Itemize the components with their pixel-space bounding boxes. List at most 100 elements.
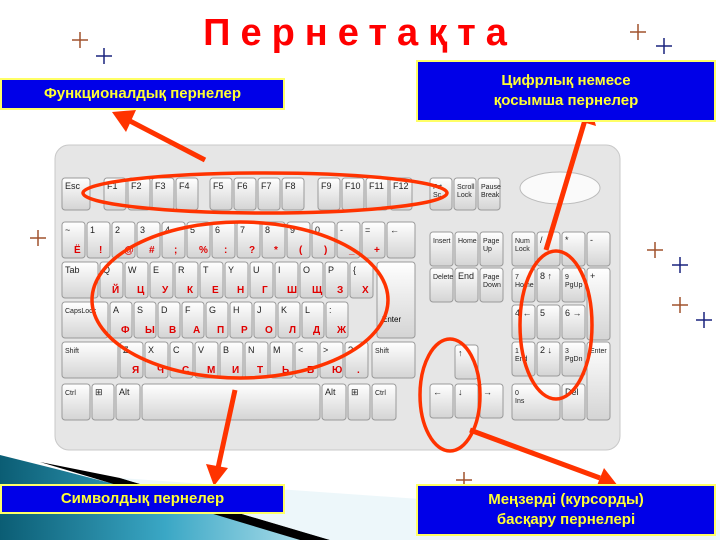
- key-label: B: [223, 345, 229, 355]
- key-cap: [317, 177, 341, 211]
- key-cyrillic-label: Ч: [157, 365, 164, 376]
- key-cap: [229, 301, 253, 339]
- label-text: Цифрлық немесе: [501, 72, 631, 89]
- key-label: Pause Break: [481, 184, 503, 199]
- key-label: O: [303, 265, 310, 275]
- key-label: →: [483, 387, 492, 397]
- key-cap: [511, 304, 536, 340]
- key-cap: [124, 261, 149, 299]
- function-keys-highlight: [81, 171, 449, 215]
- arrow-cursor: [469, 427, 601, 481]
- key-label: F5: [213, 181, 224, 191]
- key-label: F12: [393, 181, 409, 191]
- key-label: V: [198, 345, 204, 355]
- key: Insert: [429, 231, 454, 267]
- key-cap: [454, 267, 479, 303]
- key-cap: [454, 383, 479, 419]
- key-cap: [249, 261, 274, 299]
- key: 6 →: [561, 304, 586, 340]
- arrow-symbol: [215, 389, 238, 469]
- key: Enter: [586, 341, 611, 421]
- key-cyrillic-label: В: [169, 325, 176, 336]
- key: Ctrl: [371, 383, 397, 421]
- key-cyrillic-label: Ц: [137, 285, 145, 296]
- key-label: X: [148, 345, 154, 355]
- key-cap: [536, 341, 561, 377]
- key-label: F: [185, 305, 191, 315]
- key-label: 1 End: [515, 348, 528, 363]
- key-label: F8: [285, 181, 296, 191]
- key-label: 8 ↑: [540, 271, 552, 281]
- key-label: F6: [237, 181, 248, 191]
- key-cap: [61, 177, 91, 211]
- key-cyrillic-label: Ы: [145, 325, 155, 336]
- key: Ctrl: [61, 383, 91, 421]
- label-functional-keys: Функционалдық пернелер: [0, 78, 285, 110]
- key: Alt: [115, 383, 141, 421]
- key-label: ←: [390, 225, 399, 235]
- key-cyrillic-label: П: [217, 325, 224, 336]
- key-label: F7: [261, 181, 272, 191]
- cursor-keys-highlight: [418, 337, 482, 453]
- key-cyrillic-label: Г: [262, 285, 268, 296]
- key: TЕ: [199, 261, 224, 299]
- key: BИ: [219, 341, 244, 379]
- numpad-highlight: [518, 249, 594, 401]
- key-cyrillic-label: ): [324, 245, 327, 256]
- key-label: ~: [65, 225, 70, 235]
- key: 8 ↑: [536, 267, 561, 303]
- key-cap: [209, 177, 233, 211]
- key-label: Enter: [382, 315, 401, 324]
- key: ←: [429, 383, 454, 419]
- key-cyrillic-label: (: [299, 245, 303, 256]
- key: ⊞: [347, 383, 371, 421]
- key-cap: [281, 177, 305, 211]
- key-cap: [61, 301, 109, 339]
- key-cyrillic-label: Х: [362, 285, 369, 296]
- key: F7: [257, 177, 281, 211]
- key-cyrillic-label: Д: [313, 325, 320, 336]
- key: RК: [174, 261, 199, 299]
- sparkle-icon: [72, 32, 88, 48]
- key: F11: [365, 177, 389, 211]
- key-cap: [561, 304, 586, 340]
- key-label: W: [128, 265, 137, 275]
- key-cap: [86, 221, 111, 259]
- key-label: Insert: [433, 238, 451, 245]
- key-label: Scroll Lock: [457, 184, 476, 199]
- key: 4 ←: [511, 304, 536, 340]
- key: JО: [253, 301, 277, 339]
- key-label: 2 ↓: [540, 345, 552, 355]
- key-cyrillic-label: Ю: [332, 365, 342, 376]
- key-label: ↑: [458, 348, 463, 358]
- key-label: ⊞: [351, 387, 359, 397]
- key: End: [454, 267, 479, 303]
- key-label: 0: [315, 225, 320, 235]
- key-cap: [61, 221, 86, 259]
- key-cyrillic-label: !: [99, 245, 102, 256]
- key-cyrillic-label: А: [193, 325, 200, 336]
- arrowhead: [112, 110, 136, 132]
- key: F8: [281, 177, 305, 211]
- key-label: G: [209, 305, 216, 315]
- sparkle-icon: [672, 257, 688, 273]
- key-cap: [199, 261, 224, 299]
- key-label: 3: [140, 225, 145, 235]
- key-label: -: [340, 225, 343, 235]
- key-label: 5: [190, 225, 195, 235]
- key-cap: [61, 341, 119, 379]
- key-label: F10: [345, 181, 361, 191]
- key-label: 7: [240, 225, 245, 235]
- key-cap: [347, 383, 371, 421]
- label-text: Символдық пернелер: [60, 490, 225, 507]
- key-cyrillic-label: Ф: [121, 325, 130, 336]
- key-label: Ctrl: [375, 390, 386, 397]
- key-label: {: [353, 265, 356, 275]
- key-cap: [586, 341, 611, 421]
- arrowhead: [206, 464, 228, 486]
- key-cap: [324, 261, 349, 299]
- key: Num Lock: [511, 231, 536, 267]
- sparkle-icon: [96, 48, 112, 64]
- key-cap: [325, 301, 349, 339]
